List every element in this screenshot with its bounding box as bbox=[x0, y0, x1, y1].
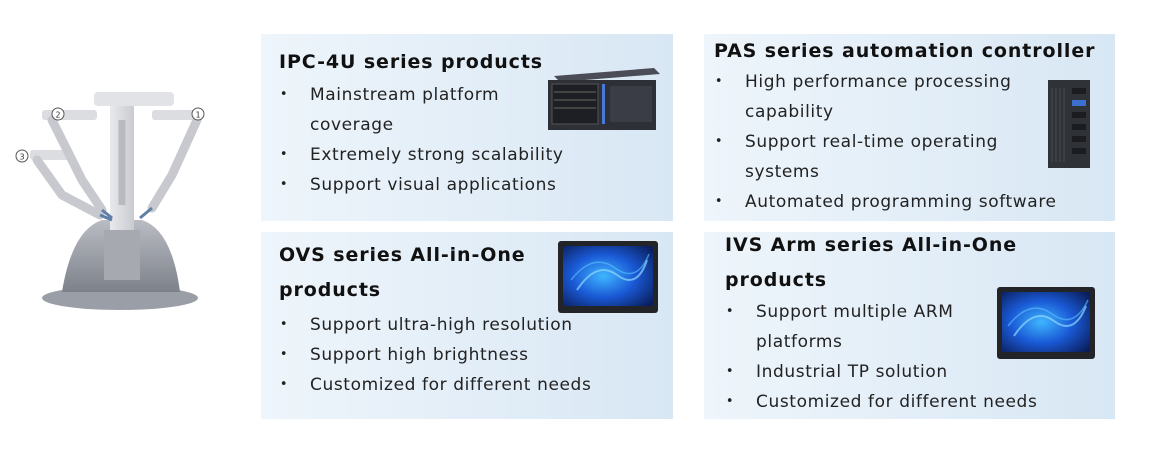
list-item: •Support ultra-high resolution bbox=[279, 315, 573, 335]
arm-label-2: 2 bbox=[55, 111, 60, 120]
list-item: platforms bbox=[756, 332, 843, 352]
bullet-list: •Support multiple ARM platforms •Industr… bbox=[725, 297, 1037, 417]
card-title: IPC-4U series products bbox=[279, 51, 544, 73]
arm-panel-pc-image bbox=[997, 287, 1095, 359]
surgical-robot-image: 1 2 3 bbox=[15, 92, 205, 310]
card-title: PAS series automation controller bbox=[714, 40, 1096, 62]
list-item: •Support multiple ARM bbox=[725, 302, 954, 322]
list-item: •Support visual applications bbox=[279, 175, 557, 195]
card-title-line: IVS Arm series All-in-One bbox=[725, 234, 1018, 256]
card-title: IVS Arm series All-in-One products bbox=[725, 228, 1017, 298]
list-item: capability bbox=[745, 102, 834, 122]
rackmount-server-image bbox=[548, 68, 660, 130]
list-item: •Customized for different needs bbox=[725, 392, 1038, 412]
arm-label-3: 3 bbox=[19, 153, 24, 162]
list-item: •Extremely strong scalability bbox=[279, 145, 564, 165]
card-pas: PAS series automation controller •High p… bbox=[704, 34, 1115, 221]
card-title-line: OVS series All-in-One bbox=[279, 244, 526, 266]
card-ipc-4u: IPC-4U series products •Mainstream platf… bbox=[261, 34, 673, 221]
list-item: •Mainstream platform bbox=[279, 85, 500, 105]
list-item: •Support high brightness bbox=[279, 345, 529, 365]
bullet-list: •High performance processing capability … bbox=[714, 67, 1057, 217]
list-item: systems bbox=[745, 162, 820, 182]
card-title: OVS series All-in-One products bbox=[279, 238, 526, 308]
automation-controller-image bbox=[1048, 80, 1090, 168]
list-item: •High performance processing bbox=[714, 72, 1012, 92]
arm-label-1: 1 bbox=[195, 111, 200, 120]
bullet-list: •Support ultra-high resolution •Support … bbox=[279, 310, 591, 400]
list-item: coverage bbox=[310, 115, 394, 135]
bullet-list: •Mainstream platform coverage •Extremely… bbox=[279, 80, 564, 200]
card-title-line: products bbox=[279, 279, 382, 301]
list-item: •Customized for different needs bbox=[279, 375, 592, 395]
list-item: •Support real-time operating bbox=[714, 132, 998, 152]
card-title-line: products bbox=[725, 269, 828, 291]
list-item: •Industrial TP solution bbox=[725, 362, 948, 382]
list-item: •Automated programming software bbox=[714, 192, 1057, 212]
card-ovs: OVS series All-in-One products •Support … bbox=[261, 232, 673, 419]
card-ivs-arm: IVS Arm series All-in-One products •Supp… bbox=[704, 232, 1115, 419]
panel-pc-image bbox=[558, 241, 658, 313]
